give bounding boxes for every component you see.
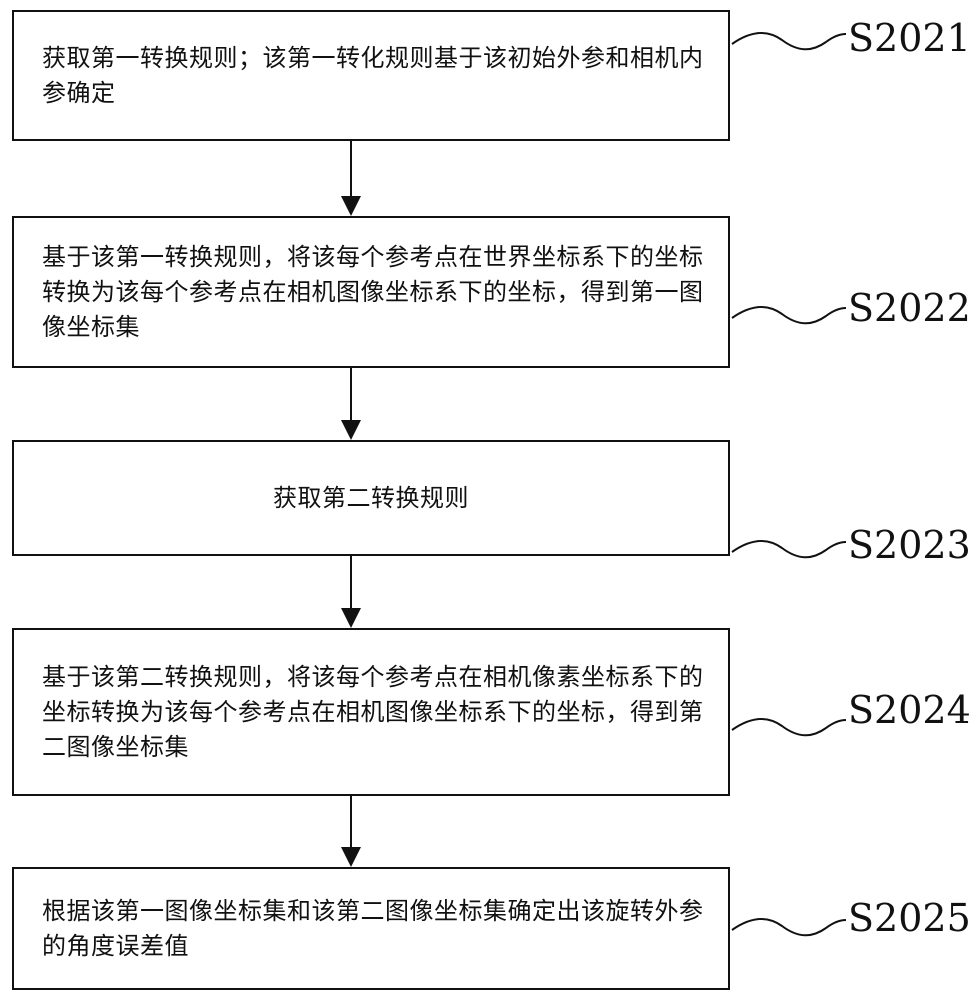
arrowhead-2-3 xyxy=(341,420,361,440)
step-text-s2024: 基于该第二转换规则，将该每个参考点在相机像素坐标系下的坐标转换为该每个参考点在相… xyxy=(14,660,728,765)
step-text-s2025: 根据该第一图像坐标集和该第二图像坐标集确定出该旋转外参的角度误差值 xyxy=(14,894,728,964)
step-label-s2025: S2025 xyxy=(848,898,971,938)
arrowhead-1-2 xyxy=(341,196,361,216)
arrowhead-4-5 xyxy=(341,847,361,867)
step-label-s2022: S2022 xyxy=(848,288,971,328)
arrowhead-3-4 xyxy=(341,608,361,628)
step-text-s2021: 获取第一转换规则；该第一转化规则基于该初始外参和相机内参确定 xyxy=(14,41,728,111)
step-box-s2023: 获取第二转换规则 xyxy=(12,440,730,556)
step-box-s2025: 根据该第一图像坐标集和该第二图像坐标集确定出该旋转外参的角度误差值 xyxy=(12,867,730,990)
leader-s2024 xyxy=(732,719,846,735)
leader-s2022 xyxy=(732,307,846,323)
leader-s2025 xyxy=(732,919,846,935)
leader-s2021 xyxy=(732,33,846,49)
step-text-s2022: 基于该第一转换规则，将该每个参考点在世界坐标系下的坐标转换为该每个参考点在相机图… xyxy=(14,240,728,345)
step-text-s2023: 获取第二转换规则 xyxy=(273,481,469,516)
step-box-s2021: 获取第一转换规则；该第一转化规则基于该初始外参和相机内参确定 xyxy=(12,10,730,141)
step-box-s2024: 基于该第二转换规则，将该每个参考点在相机像素坐标系下的坐标转换为该每个参考点在相… xyxy=(12,628,730,796)
step-box-s2022: 基于该第一转换规则，将该每个参考点在世界坐标系下的坐标转换为该每个参考点在相机图… xyxy=(12,216,730,368)
step-label-s2024: S2024 xyxy=(848,690,971,730)
step-label-s2021: S2021 xyxy=(848,18,971,58)
step-label-s2023: S2023 xyxy=(848,525,971,565)
leader-s2023 xyxy=(732,541,846,557)
